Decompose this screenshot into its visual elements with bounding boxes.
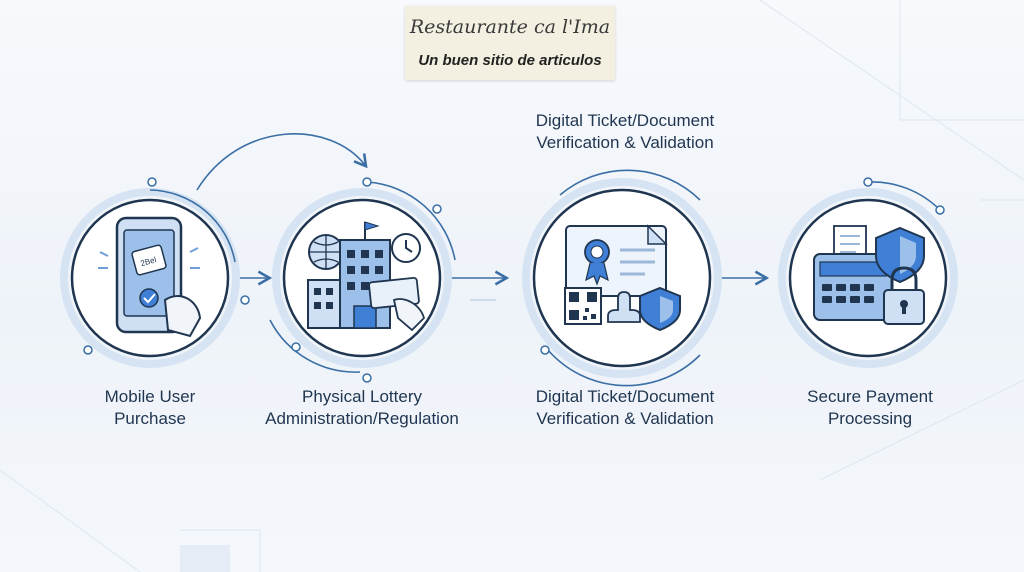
stage-label-payment: Secure Payment Processing [770,386,970,430]
banner-title: Restaurante ca l'Ima [409,16,611,38]
stage-label-administration: Physical Lottery Administration/Regulati… [242,386,482,430]
document-verification-icon [564,224,681,332]
restaurant-banner: Restaurante ca l'Ima Un buen sitio de ar… [405,6,615,80]
stage-circle-mobile: 2Bel [60,177,250,368]
stage-label-administration-line-1: Physical Lottery [302,387,422,406]
stage-circle-payment [778,177,958,368]
stage-label-administration-line-2: Administration/Regulation [265,409,459,428]
secure-payment-icon [813,225,925,325]
stage-label-mobile-line-2: Purchase [114,409,186,428]
stage-label-verification-line-2: Verification & Validation [536,409,714,428]
header-line-2: Verification & Validation [536,133,714,152]
stage-label-verification-line-1: Digital Ticket/Document [535,387,715,406]
stage-label-mobile-line-1: Mobile User [104,387,196,406]
stage-label-payment-line-1: Secure Payment [807,387,933,406]
ticket-text: 2Bel [140,255,158,268]
header-line-1: Digital Ticket/Document [535,111,715,130]
banner-subtitle: Un buen sitio de articulos [418,52,602,69]
mobile-ticket-icon: 2Bel [98,216,202,338]
stage-label-mobile: Mobile User Purchase [60,386,240,430]
header-label: Digital Ticket/Document Verification & V… [500,110,750,154]
stage-label-verification: Digital Ticket/Document Verification & V… [500,386,750,430]
connector-arc-top [196,133,368,191]
flow-connectors [196,133,770,301]
lottery-administration-icon [307,221,426,332]
stage-circle-verification [522,169,722,387]
stage-label-payment-line-2: Processing [827,409,913,428]
stage-circle-administration [269,177,456,383]
